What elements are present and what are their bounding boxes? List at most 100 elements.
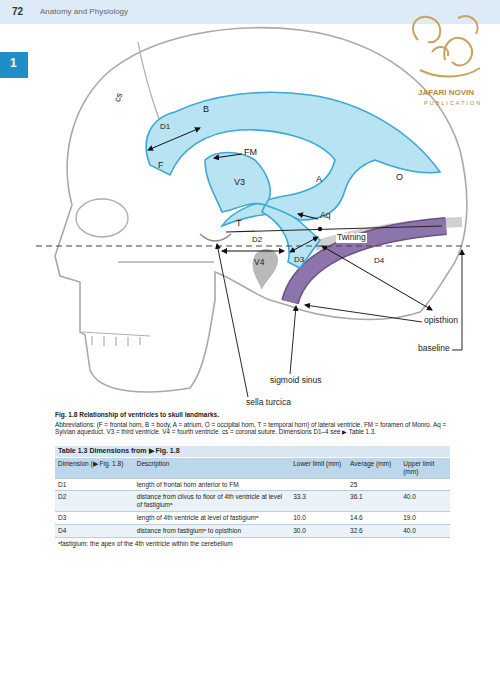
table-cell: length of 4th ventricle at level of fast… bbox=[134, 511, 290, 524]
coronal-suture bbox=[138, 42, 160, 122]
part-label: Aq bbox=[320, 211, 330, 221]
table-cell: D4 bbox=[55, 524, 134, 537]
skull-outline bbox=[55, 28, 467, 392]
table-cell: 36.1 bbox=[347, 491, 400, 512]
table-cell: length of frontal horn anterior to FM bbox=[134, 478, 290, 491]
cell-text: 40.0 bbox=[403, 527, 416, 534]
third-ventricle bbox=[205, 153, 270, 213]
baseline-line bbox=[36, 246, 470, 247]
orbit bbox=[76, 199, 128, 237]
dimension-label: D2 bbox=[252, 235, 262, 244]
part-label: FM bbox=[244, 147, 257, 157]
part-label: A bbox=[316, 174, 322, 184]
running-head: Anatomy and Physiology bbox=[40, 7, 128, 16]
table-cell bbox=[400, 478, 450, 491]
column-heading: Description bbox=[137, 460, 170, 467]
chapter-tab bbox=[0, 52, 28, 78]
table-cell: 40.0 bbox=[400, 524, 450, 537]
cell-text: D1 bbox=[58, 481, 66, 488]
table-cell: 33.3 bbox=[290, 491, 347, 512]
part-label: V4 bbox=[254, 258, 264, 268]
watermark: PUBLICATION bbox=[424, 100, 482, 106]
table-row: D2 distance from clivus to floor of 4th v… bbox=[55, 491, 450, 512]
lateral-ventricle bbox=[146, 92, 440, 226]
cell-text: D3 bbox=[58, 514, 66, 521]
table-title-bar bbox=[55, 446, 450, 457]
table-cell: 30.0 bbox=[290, 524, 347, 537]
svg-part bbox=[432, 47, 448, 56]
twining-line bbox=[226, 226, 442, 232]
table-cell: 40.0 bbox=[400, 491, 450, 512]
dimension-line bbox=[222, 251, 284, 252]
table-cell: D1 bbox=[55, 478, 134, 491]
table-title: Table 1.3 Dimensions from ▶ Fig. 1.8 bbox=[58, 447, 180, 455]
svg-part bbox=[420, 68, 480, 77]
teeth bbox=[82, 332, 150, 346]
cell-text: distance from clivus to floor of 4th ven… bbox=[137, 493, 282, 508]
zygomatic-arch bbox=[118, 261, 214, 262]
part-label: B bbox=[203, 104, 209, 114]
dimension-label: D3 bbox=[294, 255, 304, 264]
logo bbox=[413, 16, 480, 76]
table-footnote: ᵃfastigium: the apex of the 4th ventricl… bbox=[58, 540, 233, 547]
svg-part bbox=[413, 17, 440, 43]
cell-text: 33.3 bbox=[293, 493, 306, 500]
table-cell: distance from clivus to floor of 4th ven… bbox=[134, 491, 290, 512]
cell-text: length of 4th ventricle at level of fast… bbox=[137, 514, 259, 521]
cell-text: 19.0 bbox=[403, 514, 416, 521]
leader-line bbox=[290, 306, 296, 374]
cell-text: D4 bbox=[58, 527, 66, 534]
cell-text: 30.0 bbox=[293, 527, 306, 534]
landmark-label: baseline bbox=[418, 344, 450, 354]
table-row: D3 length of 4th ventricle at level of fa… bbox=[55, 511, 450, 524]
column-heading: Lower limit (mm) bbox=[293, 460, 341, 467]
table-row: D1 length of frontal horn anterior to FM 2… bbox=[55, 478, 450, 491]
dimension-line bbox=[148, 128, 200, 150]
dimension-line bbox=[290, 237, 318, 252]
table: Dimension (▶ Fig. 1.8) Description Lower l… bbox=[55, 458, 450, 549]
page-number: 72 bbox=[12, 6, 23, 18]
table-cell: ᵃfastigium: the apex of the 4th ventricl… bbox=[55, 537, 450, 549]
watermark: JAFARI NOVIN bbox=[418, 88, 474, 97]
sella-turcica-shape bbox=[200, 234, 231, 241]
column-heading: Dimension (▶ Fig. 1.8) bbox=[58, 460, 123, 467]
column-heading: Upper limit (mm) bbox=[403, 460, 434, 475]
part-label: V3 bbox=[234, 177, 245, 187]
leader-line bbox=[305, 305, 422, 322]
table-cell: 10.0 bbox=[290, 511, 347, 524]
landmark-label: sigmoid sinus bbox=[270, 376, 322, 386]
table-cell bbox=[290, 478, 347, 491]
landmark-label: opisthion bbox=[424, 316, 458, 326]
dimension-label: D4 bbox=[374, 256, 384, 265]
table-cell: Upper limit (mm) bbox=[400, 458, 450, 478]
table-cell: 19.0 bbox=[400, 511, 450, 524]
cell-text: 10.0 bbox=[293, 514, 306, 521]
chapter-number: 1 bbox=[10, 57, 17, 71]
table-header-row: Dimension (▶ Fig. 1.8) Description Lower l… bbox=[55, 458, 450, 478]
table-cell: Dimension (▶ Fig. 1.8) bbox=[55, 458, 134, 478]
cell-text: distance from fastigiumᵃ to opisthion bbox=[137, 527, 241, 534]
part-label: F bbox=[158, 160, 164, 170]
table-cell: 25 bbox=[347, 478, 400, 491]
fastigium-dot bbox=[318, 227, 322, 231]
table-cell: distance from fastigiumᵃ to opisthion bbox=[134, 524, 290, 537]
dimension-line bbox=[322, 246, 432, 310]
cell-text: 32.6 bbox=[350, 527, 363, 534]
table-cell: Lower limit (mm) bbox=[290, 458, 347, 478]
table-cell: 32.6 bbox=[347, 524, 400, 537]
table-footnote-row: ᵃfastigium: the apex of the 4th ventricl… bbox=[55, 537, 450, 549]
cell-text: 14.6 bbox=[350, 514, 363, 521]
fourth-ventricle bbox=[262, 205, 320, 268]
part-label: O bbox=[396, 172, 403, 182]
table-cell: Description bbox=[134, 458, 290, 478]
header-bar bbox=[0, 0, 500, 24]
table-cell: 14.6 bbox=[347, 511, 400, 524]
leader-line bbox=[452, 250, 462, 350]
ear bbox=[253, 249, 278, 290]
column-heading: Average (mm) bbox=[350, 460, 391, 467]
arrow bbox=[214, 154, 242, 158]
figure-caption: Fig. 1.8 Relationship of ventricles to s… bbox=[55, 411, 450, 418]
landmark-label: sella turcica bbox=[246, 398, 291, 408]
cell-text: D2 bbox=[58, 493, 66, 500]
cell-text: 25 bbox=[350, 481, 357, 488]
